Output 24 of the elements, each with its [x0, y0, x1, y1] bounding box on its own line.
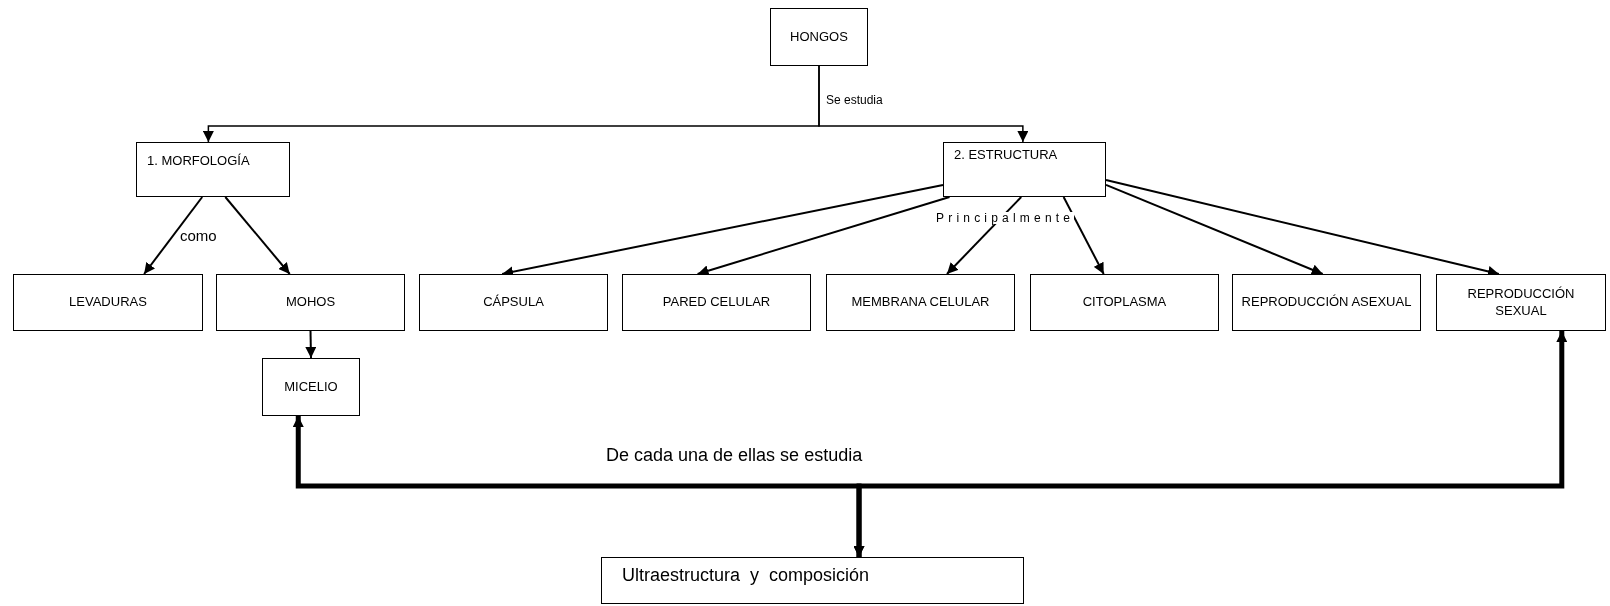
concept-box: PARED CELULAR: [622, 274, 811, 331]
concept-box: MICELIO: [262, 358, 360, 416]
concept-box: MEMBRANA CELULAR: [826, 274, 1015, 331]
arrow: [853, 331, 1568, 557]
concept-box: LEVADURAS: [13, 274, 203, 331]
concept-box: 1. MORFOLOGÍA: [136, 142, 290, 197]
arrow: [1105, 183, 1324, 275]
concept-box: MOHOS: [216, 274, 405, 331]
concept-box: 2. ESTRUCTURA: [943, 142, 1106, 197]
concept-box: CITOPLASMA: [1030, 274, 1219, 331]
arrow: [945, 196, 1023, 275]
arrow: [305, 330, 317, 359]
concept-box: CÁPSULA: [419, 274, 608, 331]
concept-box: REPRODUCCIÓN SEXUAL: [1436, 274, 1606, 331]
arrow: [1062, 196, 1105, 275]
arrow: [818, 65, 1029, 143]
concept-box: Ultraestructura y composición: [601, 557, 1024, 604]
edge-label: Se estudia: [826, 94, 883, 106]
concept-box: HONGOS: [770, 8, 868, 66]
edge-label: De cada una de ellas se estudia: [606, 446, 863, 464]
arrow: [224, 196, 291, 275]
concept-box: REPRODUCCIÓN ASEXUAL: [1232, 274, 1421, 331]
edge-label: Principalmente: [936, 212, 1075, 224]
arrow: [143, 196, 204, 275]
